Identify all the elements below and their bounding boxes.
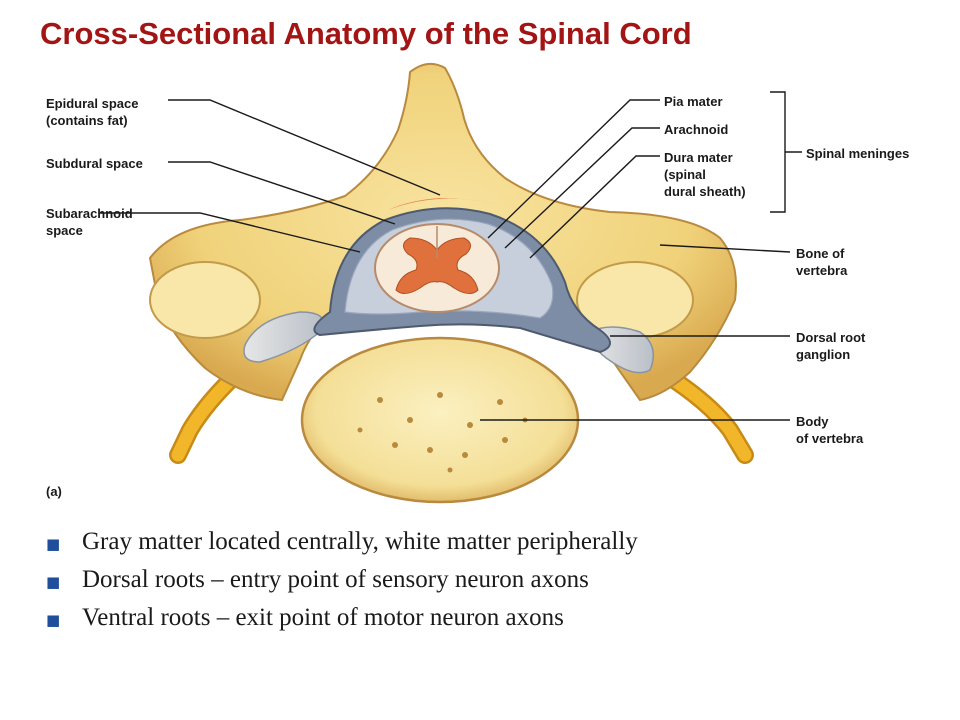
bullet-text: Gray matter located centrally, white mat… — [82, 528, 638, 555]
label-subdural-space: Subdural space — [46, 156, 143, 171]
spinal-cord — [374, 223, 500, 313]
bullet-text: Dorsal roots – entry point of sensory ne… — [82, 566, 589, 593]
label-bone-of-vertebra: Bone of vertebra — [796, 246, 848, 278]
list-item: ■ Ventral roots – exit point of motor ne… — [44, 604, 638, 642]
list-item: ■ Dorsal roots – entry point of sensory … — [44, 566, 638, 604]
label-pia-mater: Pia mater — [664, 94, 723, 109]
gray-matter — [395, 237, 479, 294]
panel-letter: (a) — [46, 484, 62, 499]
label-dorsal-root-ganglion: Dorsal root ganglion — [796, 330, 866, 362]
bullet-text: Ventral roots – exit point of motor neur… — [82, 604, 564, 631]
square-bullet-icon: ■ — [46, 611, 61, 629]
list-item: ■ Gray matter located centrally, white m… — [44, 528, 638, 566]
square-bullet-icon: ■ — [46, 573, 61, 591]
slide-title: Cross-Sectional Anatomy of the Spinal Co… — [40, 16, 692, 51]
label-spinal-meninges: Spinal meninges — [806, 146, 910, 161]
bullet-list: ■ Gray matter located centrally, white m… — [44, 528, 638, 642]
label-subarachnoid-space: Subarachnoid space — [46, 206, 133, 238]
label-epidural-space: Epidural space (contains fat) — [46, 96, 139, 128]
leader-lines — [100, 91, 802, 421]
square-bullet-icon: ■ — [46, 535, 61, 553]
vertebral-body-foramina — [357, 392, 528, 473]
label-arachnoid: Arachnoid — [664, 122, 729, 137]
label-dura-mater: Dura mater (spinal dural sheath) — [664, 150, 746, 199]
left-articular-facet — [149, 261, 261, 339]
label-body-of-vertebra: Body of vertebra — [796, 414, 864, 446]
